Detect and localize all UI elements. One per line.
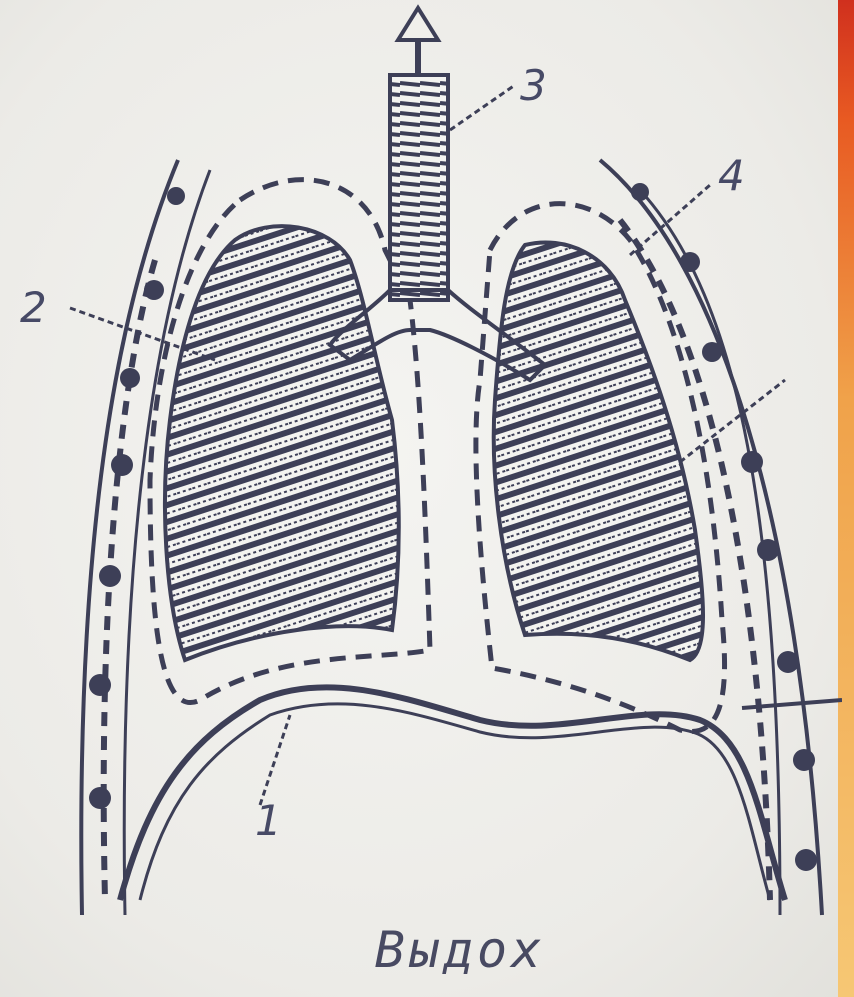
label-3: 3 (520, 61, 547, 110)
rib-mark (99, 565, 121, 587)
rib-mark (793, 749, 815, 771)
caption-exhale: Выдох (340, 920, 580, 980)
rib-mark (120, 368, 140, 388)
rib-mark (757, 539, 779, 561)
rib-mark (680, 252, 700, 272)
rib-mark (167, 187, 185, 205)
diaphragm (120, 687, 785, 900)
rib-mark (144, 280, 164, 300)
rib-mark (795, 849, 817, 871)
rib-mark (111, 454, 133, 476)
rib-mark (702, 342, 722, 362)
label-1: 1 (255, 796, 282, 845)
exhale-arrow (398, 8, 438, 75)
rib-mark (631, 183, 649, 201)
rib-mark (741, 451, 763, 473)
rib-mark (89, 674, 111, 696)
rib-mark (777, 651, 799, 673)
lung-left (165, 226, 399, 660)
rib-mark (89, 787, 111, 809)
label-4: 4 (718, 151, 745, 200)
label-2: 2 (20, 283, 47, 332)
